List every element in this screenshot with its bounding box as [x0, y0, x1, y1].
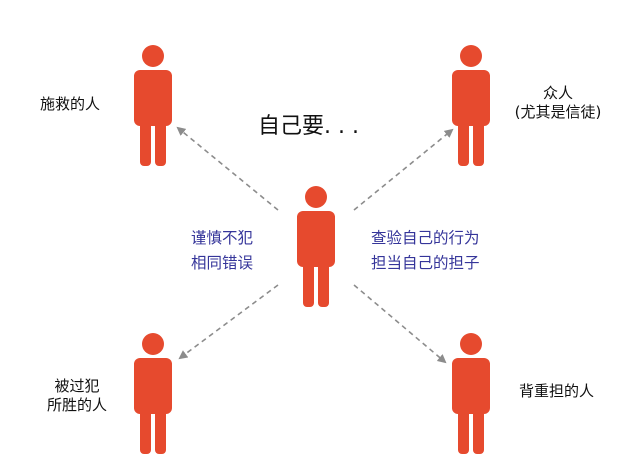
label-bottom-left-line2: 所胜的人: [46, 395, 107, 414]
person-icon: [452, 45, 490, 166]
label-center-left-line2: 相同错误: [191, 253, 254, 272]
person-icon: [134, 333, 172, 454]
arrow-to-bottom-right: [353, 284, 447, 364]
person-icon: [452, 333, 490, 454]
label-bottom-left: 被过犯 所胜的人: [32, 377, 122, 415]
person-icon: [297, 186, 335, 307]
label-center-right: 查验自己的行为 担当自己的担子: [371, 226, 480, 276]
person-icon: [134, 45, 172, 166]
label-center-left: 谨慎不犯 相同错误: [191, 226, 253, 276]
arrow-to-top-right: [353, 128, 454, 211]
label-center-left-line1: 谨慎不犯: [191, 229, 254, 247]
label-top-right-line2: (尤其是信徒): [514, 102, 602, 121]
label-top-left: 施救的人: [40, 95, 101, 113]
label-center-right-line2: 担当自己的担子: [371, 253, 480, 272]
label-bottom-right: 背重担的人: [519, 382, 595, 400]
label-top-right-line1: 众人: [542, 84, 573, 102]
arrow-to-top-left: [176, 126, 279, 211]
arrow-to-bottom-left: [178, 284, 279, 360]
label-center-right-line1: 查验自己的行为: [371, 229, 480, 247]
label-top-right: 众人 (尤其是信徒): [498, 84, 618, 122]
diagram-title: 自己要. . .: [258, 114, 359, 139]
label-bottom-left-line1: 被过犯: [54, 377, 100, 395]
